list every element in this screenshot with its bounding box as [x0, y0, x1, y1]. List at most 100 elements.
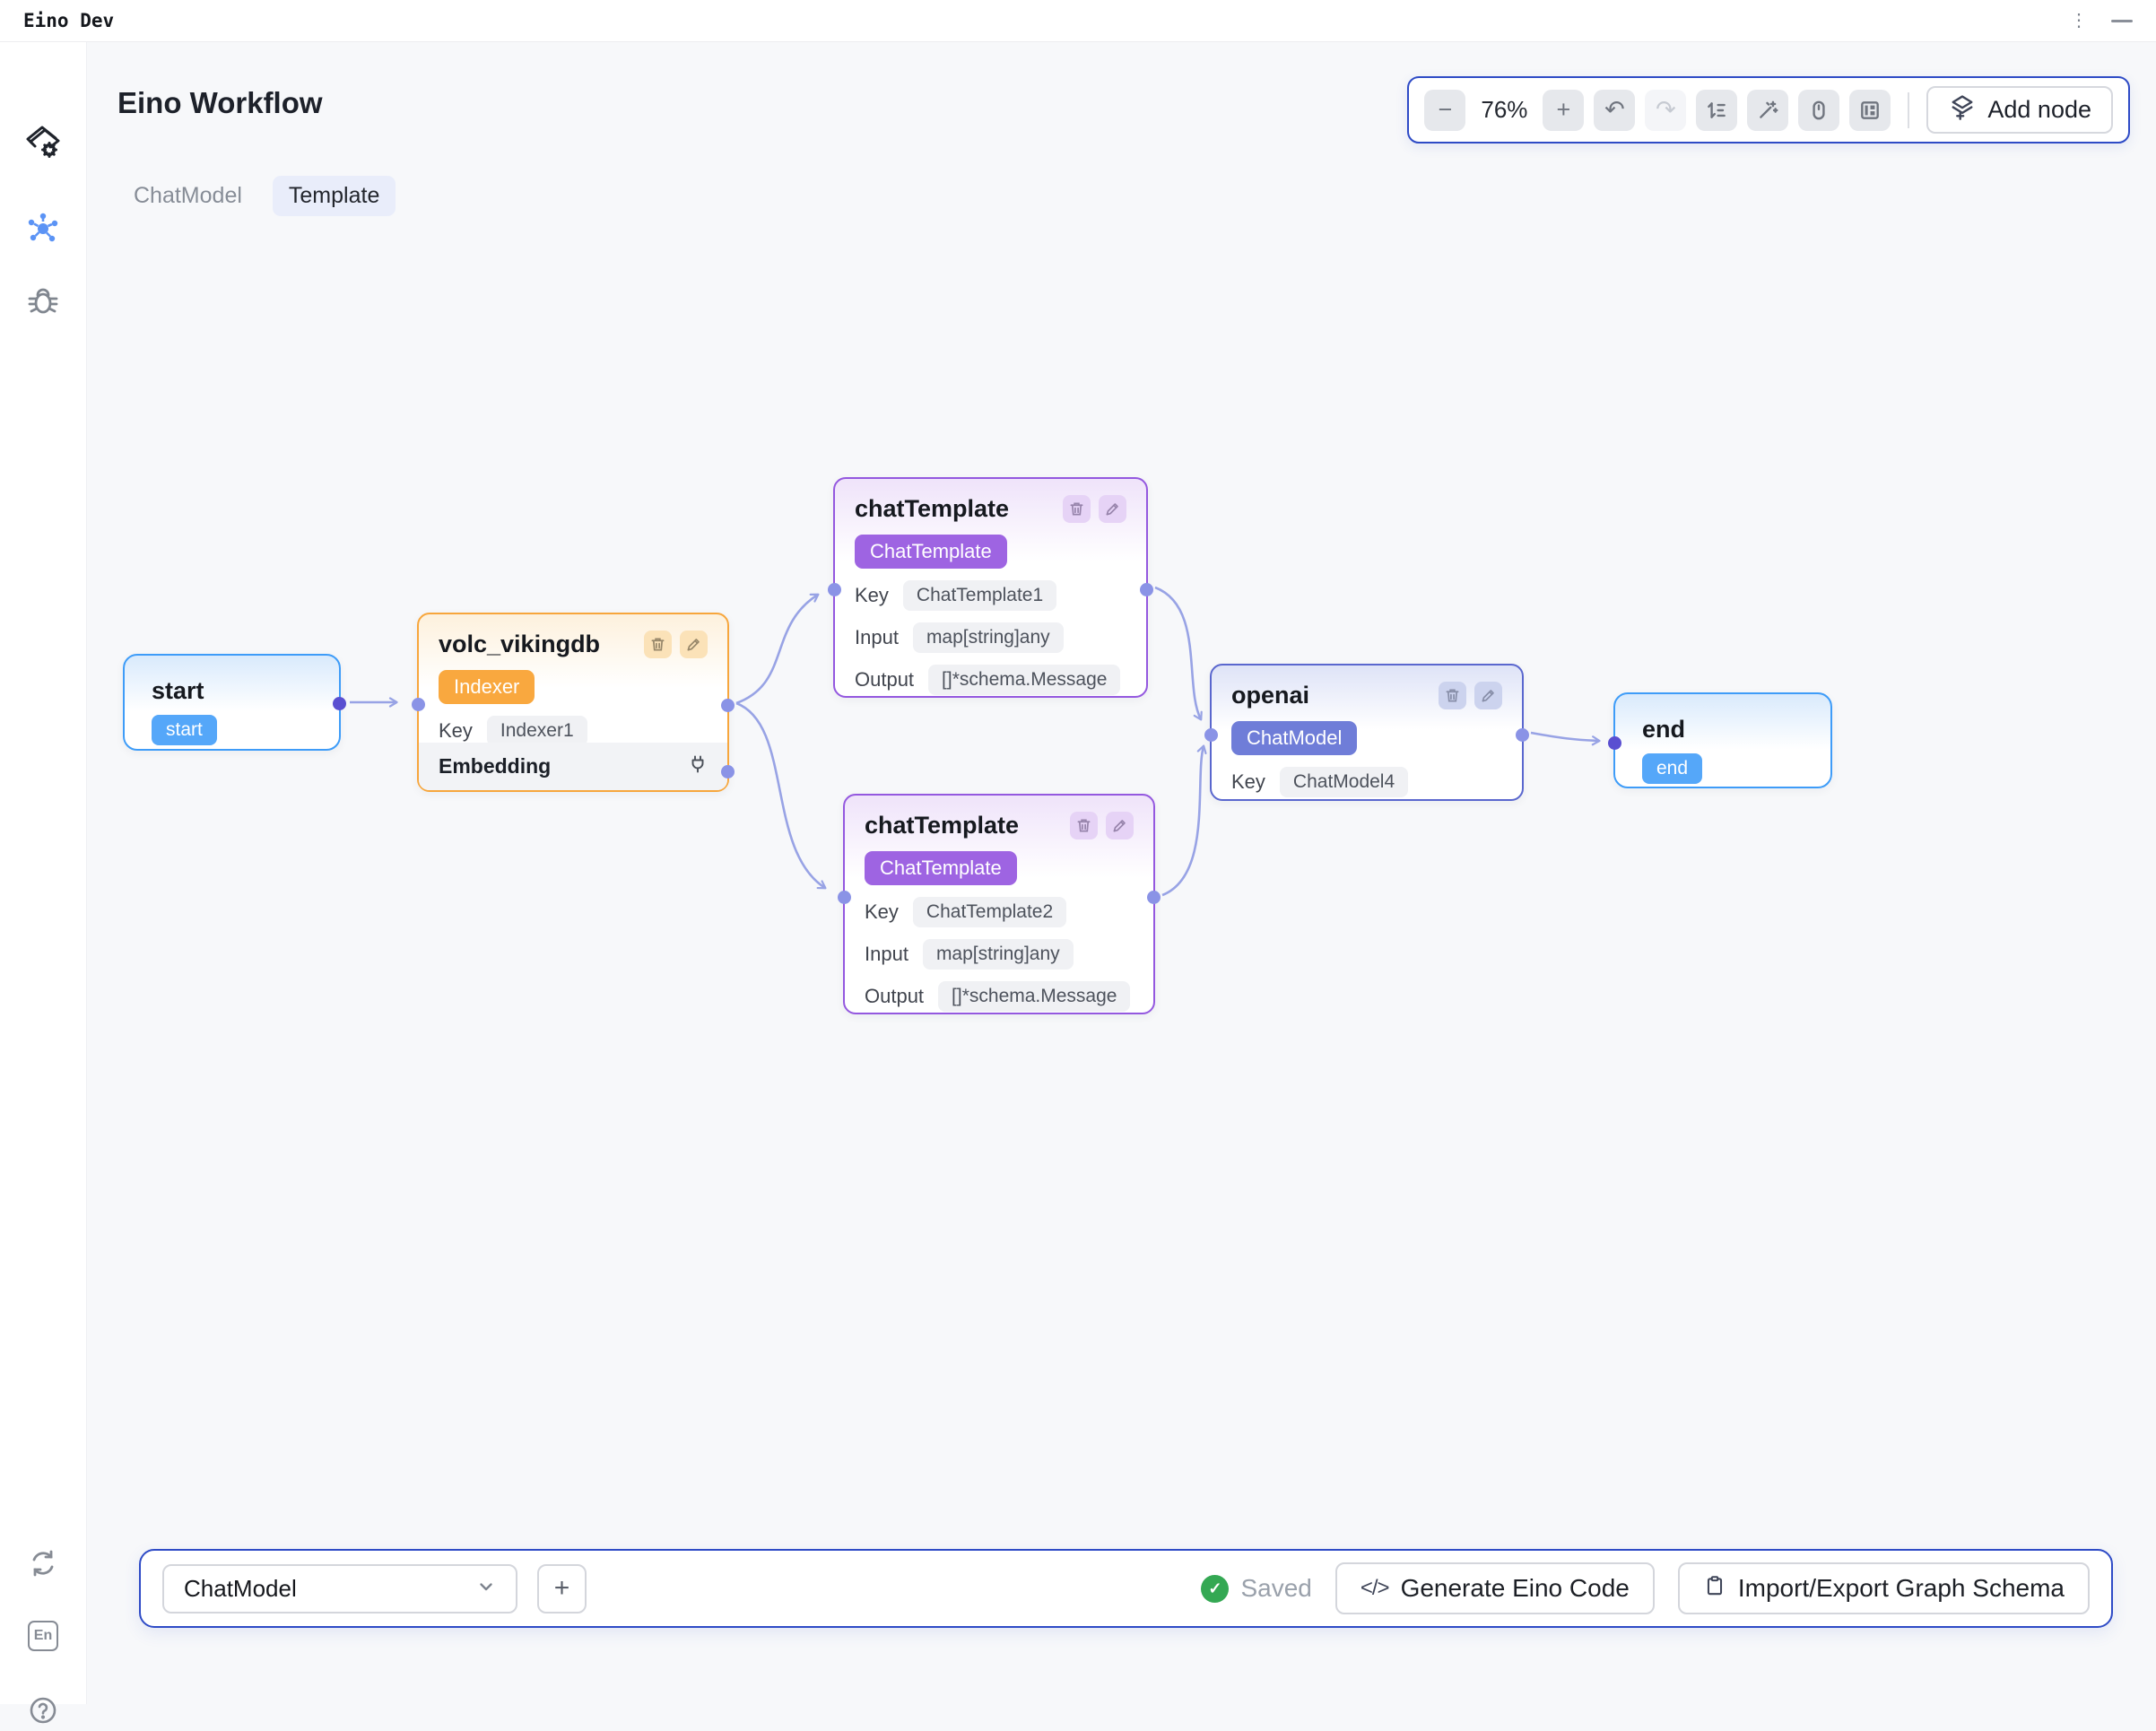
node-type-badge: ChatTemplate	[855, 535, 1007, 569]
node-type-badge: end	[1642, 753, 1703, 784]
delete-node-icon[interactable]	[1439, 682, 1466, 709]
canvas-toolbar: − 76% + ↶ ↷	[1407, 76, 2130, 144]
node-type-badge: start	[152, 715, 217, 745]
input-port[interactable]	[1608, 736, 1621, 750]
more-menu-icon[interactable]: ⋮	[2070, 11, 2088, 30]
add-graph-button[interactable]: +	[537, 1563, 587, 1614]
toolbar-divider	[1908, 91, 1910, 128]
node-actions	[1439, 682, 1502, 709]
add-node-button[interactable]: Add node	[1926, 86, 2113, 134]
sidebar-item-workflow[interactable]	[25, 211, 61, 251]
input-label: Input	[855, 626, 899, 648]
output-value: []*schema.Message	[938, 981, 1131, 1012]
output-value: []*schema.Message	[928, 665, 1121, 695]
window-titlebar: Eino Dev ⋮	[0, 0, 2156, 42]
plug-icon	[688, 754, 708, 779]
edit-node-icon[interactable]	[1474, 682, 1502, 709]
sidebar-item-debug[interactable]	[25, 283, 61, 323]
undo-button[interactable]: ↶	[1594, 89, 1636, 131]
titlebar-controls: ⋮	[2070, 12, 2133, 30]
output-label: Output	[855, 668, 915, 691]
mouse-mode-button[interactable]	[1798, 89, 1840, 131]
code-icon: </>	[1360, 1576, 1390, 1600]
language-label: En	[33, 1628, 53, 1643]
edit-node-icon[interactable]	[1106, 812, 1134, 839]
node-chat-template-2[interactable]: chatTemplate ChatTemplate Key ChatTempla…	[838, 794, 1161, 1014]
embedding-section[interactable]: Embedding	[419, 743, 727, 790]
embedding-port[interactable]	[721, 765, 735, 779]
key-value: ChatTemplate2	[912, 897, 1067, 927]
output-label: Output	[865, 985, 925, 1007]
key-label: Key	[855, 584, 889, 606]
edit-node-icon[interactable]	[680, 631, 708, 658]
node-title: volc_vikingdb	[439, 631, 601, 657]
node-chat-template-1[interactable]: chatTemplate ChatTemplate Key ChatTempla…	[828, 477, 1153, 698]
saved-label: Saved	[1240, 1574, 1312, 1602]
output-port[interactable]	[1147, 891, 1161, 904]
output-port[interactable]	[1516, 728, 1529, 742]
key-value: ChatModel4	[1279, 767, 1409, 797]
node-end[interactable]: end end	[1608, 692, 1832, 788]
key-label: Key	[1231, 770, 1265, 793]
magic-wand-button[interactable]	[1747, 89, 1789, 131]
node-title: chatTemplate	[865, 812, 1020, 839]
page-title: Eino Workflow	[117, 86, 323, 119]
add-node-label: Add node	[1987, 96, 2091, 123]
layers-plus-icon	[1948, 92, 1977, 127]
zoom-level: 76%	[1481, 96, 1528, 123]
save-status: ✓ Saved	[1201, 1574, 1312, 1603]
help-icon[interactable]	[27, 1694, 59, 1731]
node-actions	[1070, 812, 1134, 839]
language-icon[interactable]: En	[28, 1621, 58, 1651]
edit-node-icon[interactable]	[1099, 495, 1126, 523]
delete-node-icon[interactable]	[1070, 812, 1098, 839]
input-value: map[string]any	[922, 939, 1074, 970]
key-label: Key	[865, 900, 899, 923]
output-port[interactable]	[1140, 583, 1153, 596]
input-port[interactable]	[1204, 728, 1218, 742]
input-port[interactable]	[412, 698, 425, 711]
output-port[interactable]	[333, 697, 346, 710]
generate-code-button[interactable]: </> Generate Eino Code	[1334, 1562, 1655, 1614]
node-type-badge: ChatModel	[1231, 721, 1358, 755]
node-start[interactable]: start start	[123, 654, 346, 751]
clipboard-icon	[1703, 1574, 1726, 1604]
tab-template[interactable]: Template	[272, 176, 396, 216]
sync-icon[interactable]	[27, 1547, 59, 1584]
node-openai[interactable]: openai ChatModel Key ChatModel4	[1204, 664, 1529, 801]
input-value: map[string]any	[912, 622, 1064, 653]
output-port[interactable]	[721, 699, 735, 712]
key-label: Key	[439, 719, 473, 742]
zoom-out-button[interactable]: −	[1424, 89, 1466, 131]
input-label: Input	[865, 943, 908, 965]
import-export-label: Import/Export Graph Schema	[1737, 1574, 2065, 1602]
minimap-button[interactable]	[1849, 89, 1891, 131]
redo-button[interactable]: ↷	[1645, 89, 1687, 131]
node-type-badge: ChatTemplate	[865, 851, 1017, 885]
delete-node-icon[interactable]	[1063, 495, 1091, 523]
key-value: Indexer1	[486, 716, 587, 746]
key-value: ChatTemplate1	[902, 580, 1057, 611]
component-select[interactable]: ChatModel	[162, 1563, 517, 1614]
node-type-badge: Indexer	[439, 670, 535, 704]
saved-check-icon: ✓	[1201, 1574, 1230, 1603]
component-select-value: ChatModel	[184, 1574, 297, 1602]
input-port[interactable]	[828, 583, 841, 596]
minimize-icon[interactable]	[2111, 19, 2133, 22]
node-title: end	[1642, 716, 1686, 743]
node-volc-vikingdb[interactable]: volc_vikingdb Indexer Key Indexer1 Embed…	[412, 613, 735, 792]
graph-tabs: ChatModel Template	[117, 176, 396, 216]
zoom-in-button[interactable]: +	[1543, 89, 1585, 131]
tab-chatmodel[interactable]: ChatModel	[134, 183, 242, 208]
import-export-button[interactable]: Import/Export Graph Schema	[1677, 1562, 2090, 1614]
node-actions	[1063, 495, 1126, 523]
auto-layout-button[interactable]	[1696, 89, 1738, 131]
sidebar: En	[0, 42, 87, 1724]
delete-node-icon[interactable]	[644, 631, 672, 658]
embedding-label: Embedding	[439, 754, 552, 778]
bottom-bar: ChatModel + ✓ Saved </> Generate Eino Co…	[139, 1549, 2113, 1628]
app-title: Eino Dev	[23, 10, 115, 31]
node-title: chatTemplate	[855, 495, 1010, 522]
input-port[interactable]	[838, 891, 851, 904]
